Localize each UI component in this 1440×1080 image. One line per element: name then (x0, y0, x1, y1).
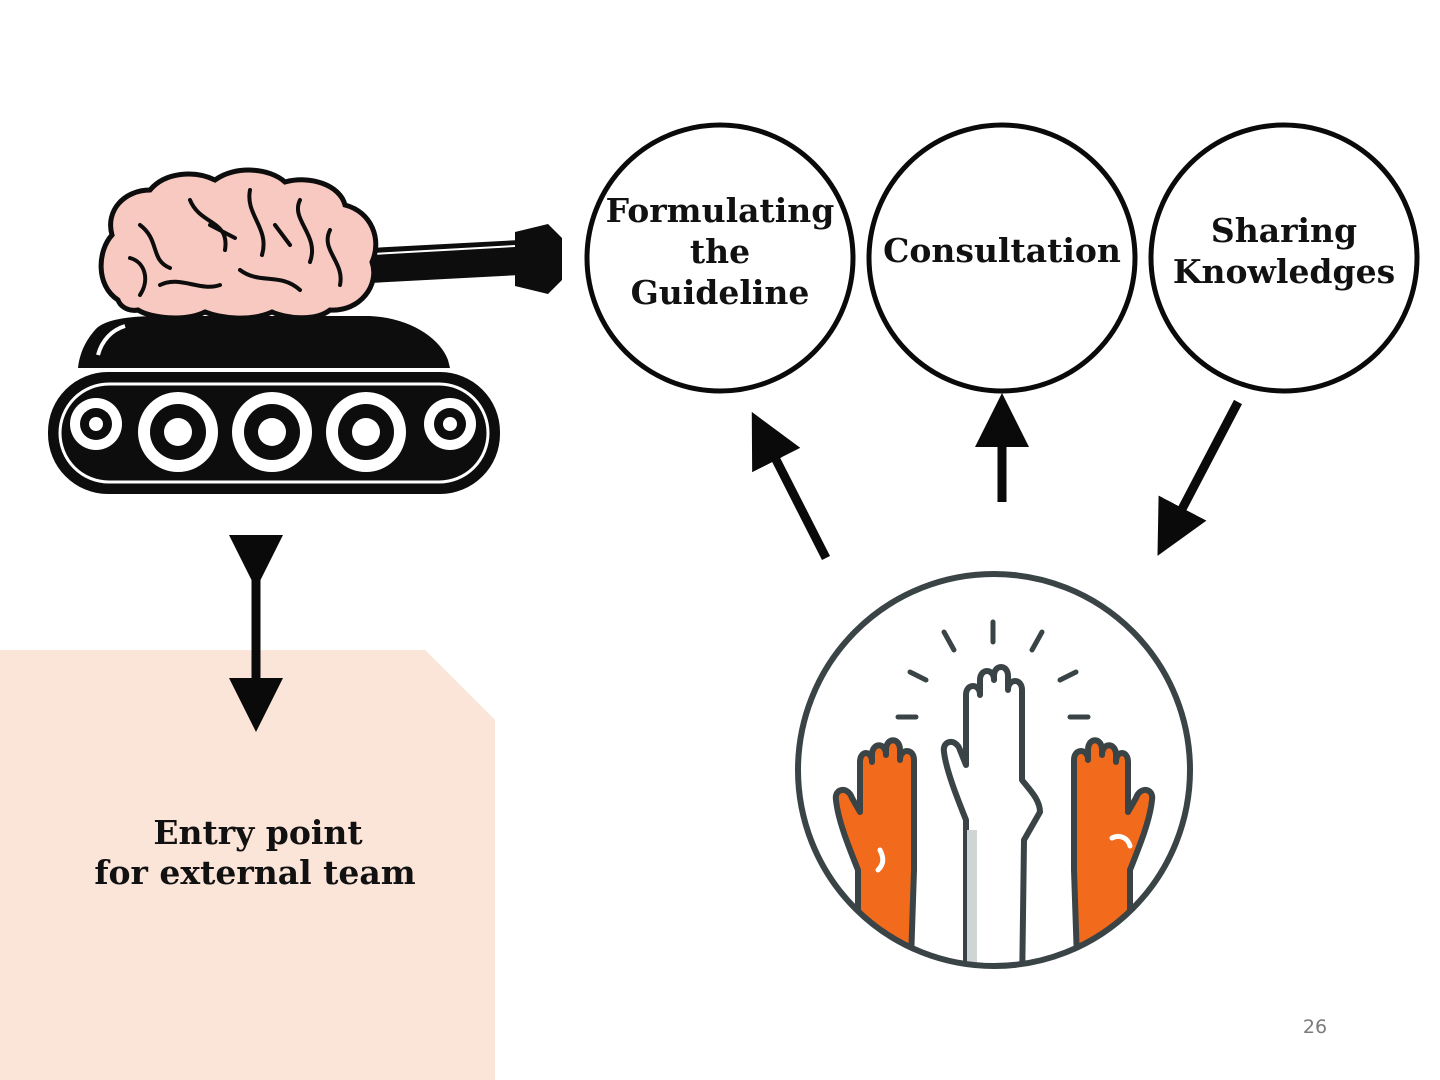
entry-box-line-2: for external team (94, 853, 415, 892)
circle-formulating-line-2: the (690, 232, 750, 271)
circle-sharing-line-1: Sharing (1211, 211, 1357, 250)
circle-sharing: Sharing Knowledges (1148, 122, 1420, 394)
circle-formulating: Formulating the Guideline (584, 122, 856, 394)
arrow-sharing-to-hands (1157, 399, 1242, 556)
page-number: 26 (1302, 1016, 1328, 1038)
circle-sharing-line-2: Knowledges (1173, 252, 1395, 291)
arrow-hands-to-formulating (751, 411, 831, 561)
brain-tank-icon (48, 167, 562, 494)
circle-formulating-line-3: Guideline (631, 273, 810, 312)
entry-box-line-1: Entry point (153, 813, 363, 852)
circle-consultation-line-1: Consultation (883, 231, 1121, 270)
raised-hands-icon (795, 571, 1193, 969)
circle-consultation: Consultation (866, 122, 1138, 394)
circle-formulating-line-1: Formulating (606, 191, 835, 230)
entry-box-shape (0, 650, 495, 1080)
